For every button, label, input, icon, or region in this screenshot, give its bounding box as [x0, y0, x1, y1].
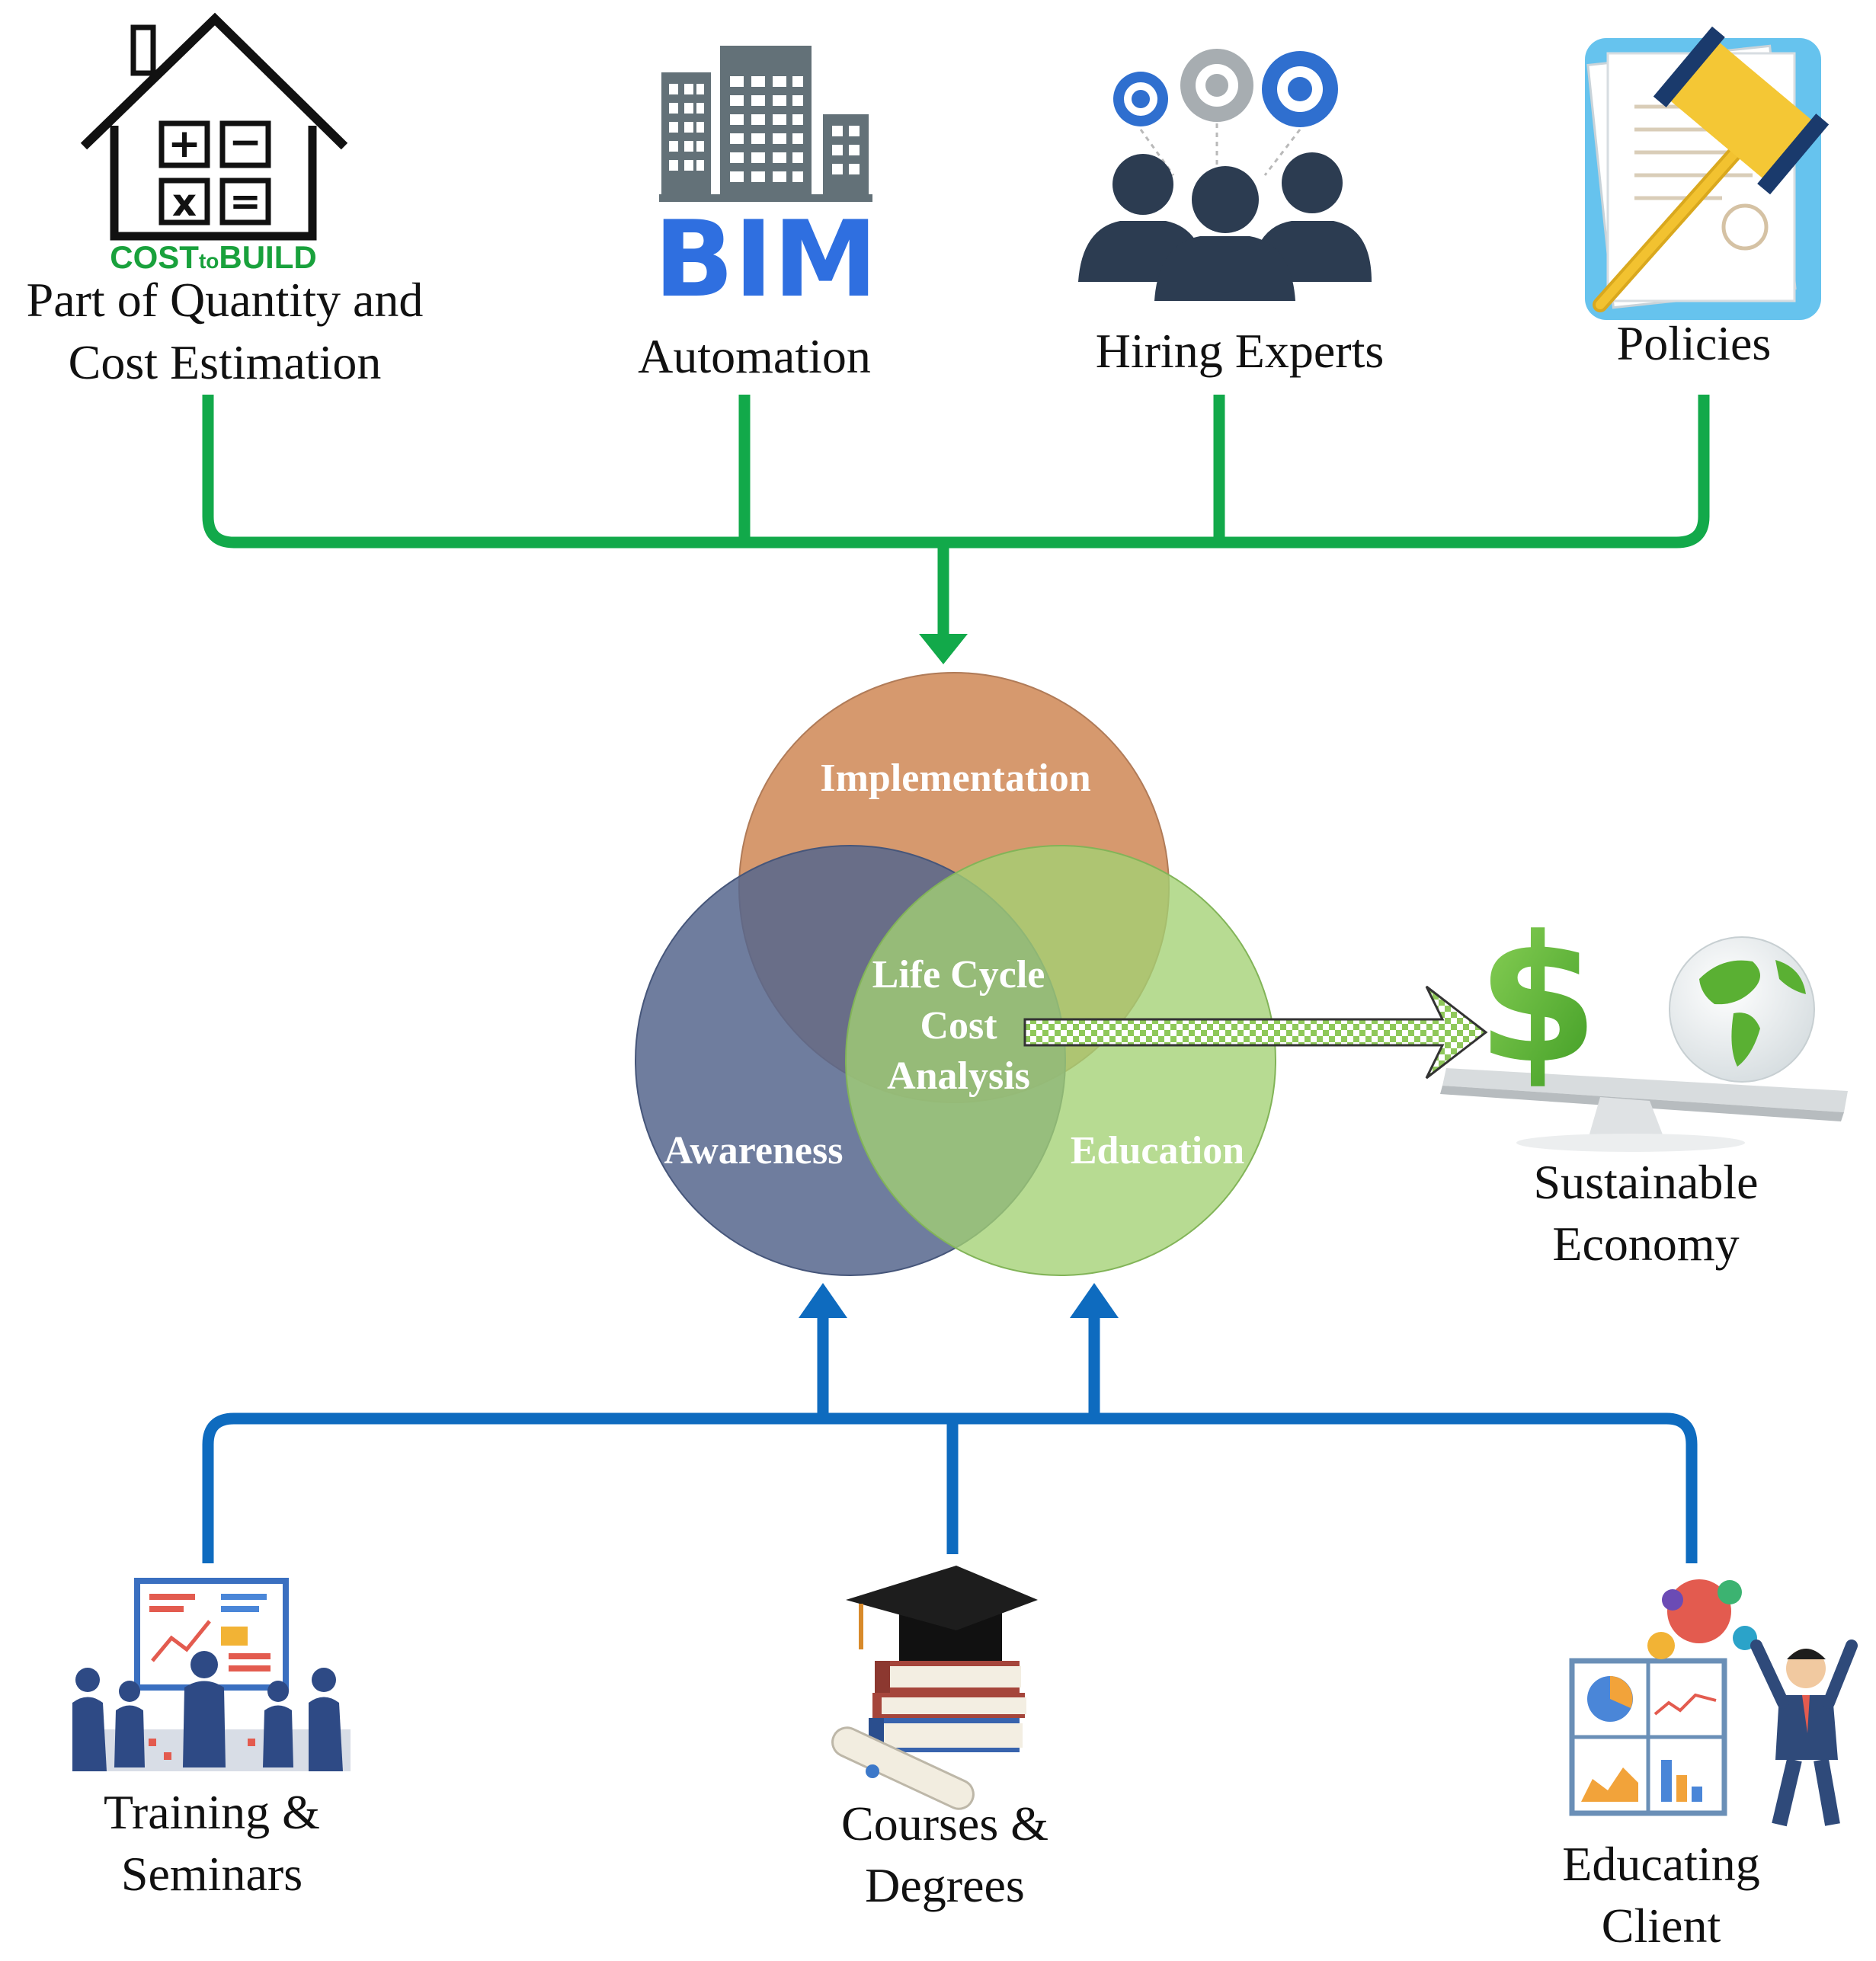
- logo-text-to: to: [199, 249, 219, 273]
- top-label-quantity-line1: Part of Quantity and: [27, 273, 424, 327]
- top-label-hiring-experts: Hiring Experts: [1096, 324, 1385, 378]
- svg-text:x: x: [172, 181, 197, 225]
- cost-to-build-house-icon: + − x = COSTtoBUILD: [80, 12, 348, 275]
- bottom-label-educating-line2: Client: [1602, 1899, 1721, 1953]
- top-label-quantity-line2: Cost Estimation: [69, 335, 382, 389]
- bottom-label-training-line2: Seminars: [121, 1847, 303, 1901]
- bottom-label-training-line1: Training &: [104, 1785, 320, 1839]
- svg-text:=: =: [229, 179, 261, 223]
- hiring-experts-icon: [1078, 49, 1372, 301]
- svg-text:−: −: [229, 120, 262, 165]
- green-connector: [202, 395, 1710, 638]
- bim-logo-text: BIM: [654, 198, 878, 321]
- dollar-icon: $: [1477, 899, 1599, 1102]
- bottom-label-courses-line1: Courses &: [841, 1796, 1048, 1851]
- svg-text:COSTtoBUILD: COSTtoBUILD: [110, 239, 316, 275]
- scale-dollar-globe-icon: $: [1440, 899, 1848, 1152]
- educating-client-icon: [1569, 1579, 1858, 1827]
- striped-arrow-icon: [1023, 985, 1488, 1080]
- venn-center-line1: Life Cycle: [872, 953, 1045, 996]
- gear-icon: [1262, 51, 1338, 127]
- output-label-line2: Economy: [1552, 1217, 1739, 1271]
- top-label-automation: Automation: [638, 329, 871, 383]
- bim-buildings-icon: BIM: [654, 46, 878, 321]
- venn-center-line2: Cost: [920, 1004, 997, 1048]
- venn-center-line3: Analysis: [887, 1054, 1030, 1098]
- bottom-label-educating-line1: Educating: [1562, 1837, 1759, 1891]
- globe-icon: [1669, 936, 1815, 1083]
- top-label-policies: Policies: [1617, 316, 1772, 370]
- svg-text:+: +: [168, 121, 201, 167]
- venn-label-implementation: Implementation: [820, 757, 1090, 800]
- venn-diagram: [635, 672, 1276, 1276]
- graduation-books-icon: [831, 1566, 1038, 1810]
- arrow-down-icon: [919, 634, 968, 664]
- bottom-label-courses-line2: Degrees: [865, 1858, 1025, 1912]
- arrow-up-icon: [1070, 1283, 1119, 1318]
- circle-education: [845, 845, 1276, 1276]
- output-label-line1: Sustainable: [1533, 1155, 1758, 1209]
- gear-icon: [1180, 49, 1253, 122]
- businessman-figure: [1750, 1639, 1858, 1827]
- venn-label-education: Education: [1071, 1129, 1244, 1172]
- venn-label-awareness: Awareness: [664, 1129, 844, 1172]
- blue-connector: [202, 1318, 1698, 1563]
- arrow-up-icon: [799, 1283, 847, 1318]
- training-seminar-icon: [72, 1578, 351, 1771]
- policies-gavel-icon: [1585, 26, 1830, 320]
- logo-text-build: BUILD: [219, 239, 316, 275]
- gear-icon: [1113, 72, 1168, 126]
- logo-text-cost: COST: [110, 239, 199, 275]
